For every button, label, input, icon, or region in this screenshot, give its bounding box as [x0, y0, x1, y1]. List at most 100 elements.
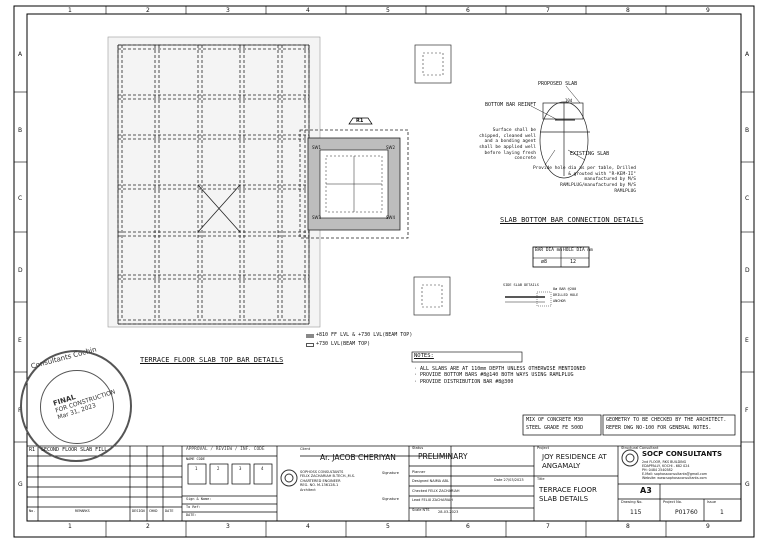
approval-code: 2 — [217, 466, 220, 471]
text-line: manufactured by M/S — [584, 177, 636, 183]
text-line: FELIX ZACHARIAH B.TECH.,M.S. — [300, 474, 356, 479]
drawing-no-label: Drawing No. — [621, 500, 643, 504]
consultant-name: SOCP CONSULTANTS — [642, 450, 722, 458]
text-line: EDAPPALLY, KOCHI - 682 024 — [642, 464, 690, 469]
title-label: Title — [537, 477, 545, 481]
people-row: Scale NTS — [412, 507, 430, 512]
text-line: & grouted with "R-KEM-II" — [568, 171, 636, 177]
grid-col-label: 6 — [466, 523, 470, 530]
approval-field: DATE: — [186, 513, 197, 517]
text-line: · PROVIDE DISTRIBUTION BAR #8@300 — [414, 378, 514, 385]
grid-row-label: G — [18, 481, 23, 488]
grid-col-label: 1 — [68, 7, 72, 14]
grid-row-label: F — [18, 407, 22, 414]
date-value: 28-03-2023 — [438, 510, 459, 514]
grid-col-label: 4 — [306, 523, 310, 530]
rev-header: DESIGN — [132, 509, 145, 513]
rev-header: CHKD — [149, 509, 158, 513]
signature-label: Signature — [382, 497, 399, 501]
mix-line: STEEL GRADE FE 500D — [526, 425, 584, 431]
drawing-title: TERRACE FLOOR — [539, 486, 597, 494]
approval-code: 4 — [261, 466, 264, 471]
approval-stamp: Consultants Cochin FINAL FOR CONSTRUCTIO… — [20, 345, 132, 462]
grid-col-label: 8 — [626, 7, 630, 14]
plan-tag: SW2 — [386, 145, 396, 150]
plan-legend: +810 FF LVL & +730 LVL(BEAM TOP) — [316, 332, 413, 338]
project-no: P01760 — [675, 509, 698, 516]
legend-swatch — [306, 334, 314, 338]
text-line: 2nd FLOOR, RKS BUILDING — [642, 460, 687, 464]
notes-title: NOTES: — [414, 353, 434, 359]
mix-line: MIX OF CONCRETE M30 — [526, 417, 584, 423]
section-note: 8ø BAR @200 — [553, 287, 577, 291]
section-label: SIDE SLAB DETAILS — [503, 283, 539, 287]
text-line: Provide hole dia as per table, Drilled — [533, 166, 636, 171]
project-name: ANGAMALY — [542, 462, 581, 470]
text-line: SOPHOSS CONSULTANTS — [300, 470, 344, 474]
detail-existing: EXISTING SLAB — [570, 151, 610, 157]
grid-col-label: 9 — [706, 7, 710, 14]
detail-dim: 10d — [565, 98, 573, 103]
architect-logo-icon — [280, 469, 298, 487]
table-header: BAR DIA mm — [535, 248, 563, 253]
text-line: shall be applied well — [479, 144, 536, 150]
grid-row-label: A — [745, 51, 750, 58]
grid-row-label: E — [745, 337, 749, 344]
text-line: · ALL SLABS ARE AT 110mm DEPTH UNLESS OT… — [414, 366, 586, 372]
date-value: Date 27/03/2023 — [494, 478, 524, 482]
approval-field: To Ref: — [186, 505, 201, 509]
client-name: Ar. JACOB CHERIYAN — [320, 453, 396, 462]
plan-tag: SW3 — [312, 215, 322, 220]
text-line: · PROVIDE BOTTOM BARS #8@140 BOTH WAYS U… — [414, 372, 574, 379]
text-line: before laying fresh — [484, 150, 536, 156]
drawing-no: 115 — [630, 509, 642, 516]
people-row: Lead FELIX ZACHARIAH — [412, 498, 453, 503]
detail-bottom-bar: BOTTOM BAR REINFT — [485, 102, 537, 108]
grid-col-label: 2 — [146, 523, 150, 530]
text-line: Surface shall be — [492, 128, 536, 133]
revision-no: R1 — [29, 447, 36, 453]
text-line: PH: 0484 2540582 — [642, 468, 673, 473]
rev-header: No. — [29, 509, 36, 513]
project-no-label: Project No. — [663, 500, 682, 504]
project-label: Project — [537, 446, 549, 450]
grid-row-label: B — [18, 127, 23, 134]
grid-col-label: 6 — [466, 7, 470, 14]
issue-label: Issue — [707, 500, 717, 504]
text-line: concrete — [514, 156, 536, 162]
plan-title: TERRACE FLOOR SLAB TOP BAR DETAILS — [140, 356, 284, 364]
sheet-size: A3 — [640, 486, 652, 495]
plan-tag: SW4 — [386, 215, 396, 220]
grid-row-label: B — [745, 127, 750, 134]
consultant-logo-icon — [621, 449, 639, 467]
section-note: DRILLED HOLE — [553, 293, 579, 297]
geometry-note: GEOMETRY TO BE CHECKED BY THE ARCHITECT. — [606, 417, 727, 423]
text-line: REG. NO. M-136128-1 — [300, 483, 339, 488]
grid-row-label: F — [745, 407, 749, 414]
grid-col-label: 4 — [306, 7, 310, 14]
grid-row-label: C — [18, 195, 23, 202]
detail-title: SLAB BOTTOM BAR CONNECTION DETAILS — [500, 216, 644, 224]
drawing-title: SLAB DETAILS — [539, 495, 589, 503]
grid-col-label: 2 — [146, 7, 150, 14]
grid-col-label: 8 — [626, 523, 630, 530]
rev-header: REMARKS — [75, 509, 90, 513]
approval-field: NAME CODE — [186, 457, 205, 461]
plan-legend: +730 LVL(BEAM TOP) — [316, 341, 371, 347]
table-cell: ø8 — [541, 259, 548, 265]
people-row: Checked FELIX ZACHARIAH — [412, 488, 460, 493]
grid-col-label: 3 — [226, 523, 230, 530]
hole-note: Provide hole dia as per table, Drilled& … — [524, 166, 636, 194]
text-line: Architect — [300, 487, 316, 492]
client-label: Client — [300, 447, 311, 451]
notes-list: · ALL SLABS ARE AT 110mm DEPTH UNLESS OT… — [414, 366, 614, 385]
text-line: RAMLPLUG/manufactured by M/S — [560, 182, 636, 188]
grid-col-label: 5 — [386, 7, 390, 14]
consultant-label: Structural Consultant — [621, 446, 659, 450]
geometry-note: REFER DWG NO-100 FOR GENERAL NOTES. — [606, 425, 712, 431]
